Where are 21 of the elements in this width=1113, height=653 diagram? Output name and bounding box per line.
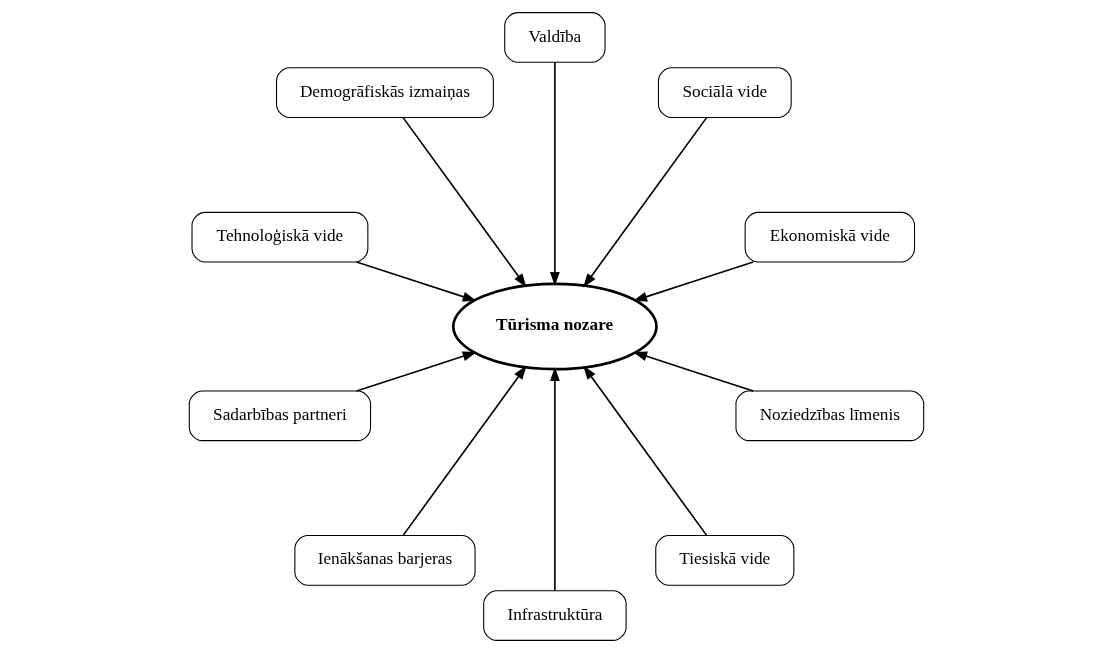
node-box: Ienākšanas barjeras [294, 535, 476, 586]
node-box: Tiesiskā vide [655, 535, 795, 586]
node-box: Demogrāfiskās izmaiņas [276, 67, 494, 118]
node-ellipse: Tūrisma nozare [451, 282, 658, 371]
arrow [633, 261, 755, 302]
arrow [549, 366, 560, 592]
arrow [355, 351, 477, 392]
node-box: Tehnoloģiskā vide [191, 211, 369, 263]
arrow [355, 261, 477, 302]
node-box: Infrastruktūra [483, 590, 627, 641]
node-box: Sadarbības partneri [188, 390, 372, 442]
node-box: Sociālā vide [657, 67, 792, 118]
arrow [402, 365, 527, 537]
node-box: Ekonomiskā vide [744, 211, 916, 263]
arrow [583, 365, 708, 537]
arrow [633, 351, 755, 392]
arrow [583, 116, 708, 288]
arrow [549, 61, 560, 287]
arrow [402, 116, 527, 288]
node-box: Valdība [504, 12, 606, 63]
node-box: Noziedzības līmenis [735, 390, 925, 442]
